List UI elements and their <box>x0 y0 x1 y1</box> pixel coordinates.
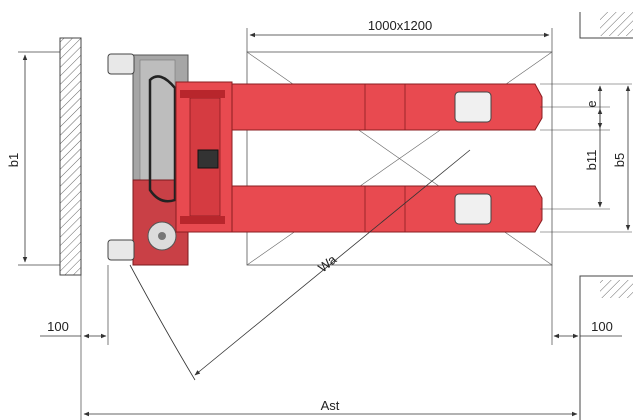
clearance-right-dimension <box>551 265 622 345</box>
wa-radius-line <box>129 149 471 381</box>
b1-label: b1 <box>6 153 21 167</box>
fork-top <box>231 83 543 131</box>
clearance-left-dimension <box>40 265 109 420</box>
clearance-left-label: 100 <box>47 319 69 334</box>
right-dimension-lines <box>540 83 632 233</box>
wall-left <box>59 37 82 276</box>
clearance-right-label: 100 <box>591 319 613 334</box>
pallet-dimension-line <box>246 28 553 52</box>
ast-label: Ast <box>321 398 340 413</box>
steer-wheels <box>107 53 135 261</box>
wall-top-right <box>579 12 633 39</box>
b1-dimension-line <box>18 51 60 266</box>
wa-label: Wa <box>315 251 340 275</box>
b5-label: b5 <box>612 153 627 167</box>
wall-bottom-right <box>579 275 633 420</box>
pallet-size-label: 1000x1200 <box>368 18 432 33</box>
lift-frame <box>175 81 233 233</box>
b11-label: b11 <box>584 150 599 171</box>
fork-bottom <box>231 185 543 233</box>
e-label: e <box>584 100 599 107</box>
